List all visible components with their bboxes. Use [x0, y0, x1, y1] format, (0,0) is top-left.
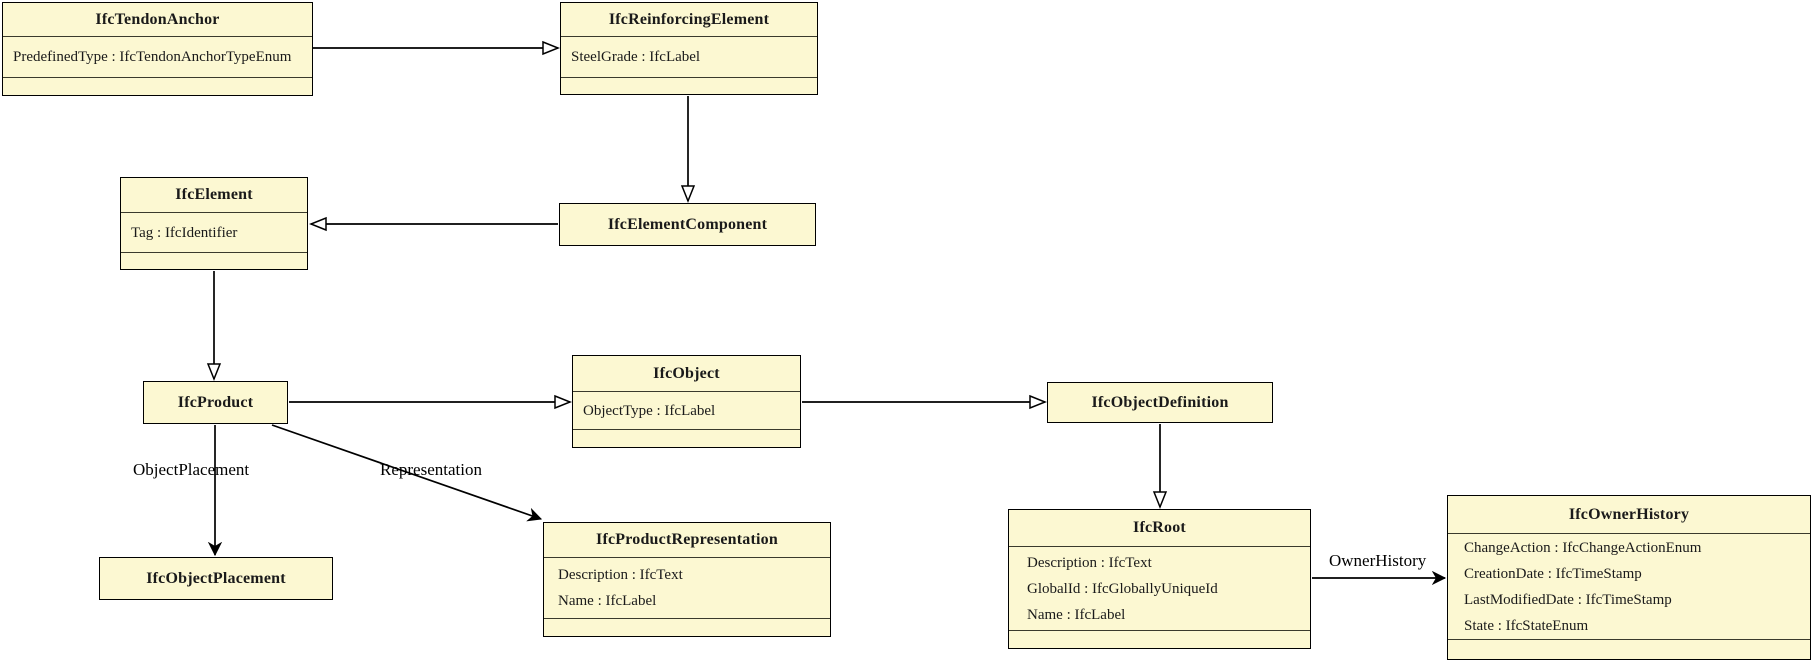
class-attribute: Description : IfcText: [558, 567, 683, 583]
class-box-ifc-object: IfcObject ObjectType : IfcLabel: [572, 355, 801, 448]
class-operations-compartment: [1448, 639, 1810, 659]
class-title: IfcTendonAnchor: [95, 10, 220, 28]
class-operations-compartment: [121, 252, 307, 269]
class-title: IfcElement: [175, 186, 253, 203]
class-attributes: ChangeAction : IfcChangeActionEnum Creat…: [1448, 533, 1810, 639]
class-attribute: Name : IfcLabel: [1027, 606, 1126, 623]
class-operations-compartment: [561, 77, 817, 94]
class-title: IfcObjectDefinition: [1091, 393, 1229, 411]
class-title: IfcElementComponent: [607, 215, 768, 233]
class-attribute: Tag : IfcIdentifier: [131, 224, 238, 241]
class-operations-compartment: [1009, 630, 1310, 648]
class-box-ifc-element: IfcElement Tag : IfcIdentifier: [120, 177, 308, 270]
edge-label-owner-history: OwnerHistory: [1329, 551, 1427, 570]
class-attribute: GlobalId : IfcGloballyUniqueId: [1027, 580, 1218, 597]
class-attribute: PredefinedType : IfcTendonAnchorTypeEnum: [13, 49, 292, 65]
class-attributes: PredefinedType : IfcTendonAnchorTypeEnum: [3, 36, 312, 77]
class-title: IfcRoot: [1133, 519, 1186, 536]
class-title: IfcProductRepresentation: [596, 531, 778, 548]
class-box-ifc-root: IfcRoot Description : IfcText GlobalId :…: [1008, 509, 1311, 649]
class-attribute: Description : IfcText: [1027, 554, 1152, 571]
class-title: IfcOwnerHistory: [1568, 505, 1690, 523]
class-title: IfcProduct: [177, 393, 254, 411]
class-box-ifc-object-definition: IfcObjectDefinition: [1047, 382, 1273, 423]
class-attributes: SteelGrade : IfcLabel: [561, 36, 817, 77]
class-box-ifc-owner-history: IfcOwnerHistory ChangeAction : IfcChange…: [1447, 495, 1811, 660]
class-operations-compartment: [544, 618, 830, 636]
class-attribute: ObjectType : IfcLabel: [583, 402, 716, 419]
class-operations-compartment: [3, 77, 312, 95]
class-operations-compartment: [573, 429, 800, 447]
class-attribute: SteelGrade : IfcLabel: [571, 49, 701, 65]
class-box-ifc-reinforcing-element: IfcReinforcingElement SteelGrade : IfcLa…: [560, 2, 818, 95]
class-box-ifc-object-placement: IfcObjectPlacement: [99, 557, 333, 600]
class-attribute: LastModifiedDate : IfcTimeStamp: [1464, 591, 1672, 608]
class-attributes: Description : IfcText GlobalId : IfcGlob…: [1009, 546, 1310, 630]
class-attributes: Tag : IfcIdentifier: [121, 212, 307, 252]
class-attribute: ChangeAction : IfcChangeActionEnum: [1464, 539, 1702, 556]
class-attributes: ObjectType : IfcLabel: [573, 391, 800, 429]
class-title: IfcObjectPlacement: [146, 569, 286, 587]
class-attribute: Name : IfcLabel: [558, 593, 657, 609]
edge-label-representation: Representation: [380, 460, 482, 479]
edge-label-object-placement: ObjectPlacement: [133, 460, 250, 479]
class-box-ifc-product-representation: IfcProductRepresentation Description : I…: [543, 522, 831, 637]
class-attribute: State : IfcStateEnum: [1464, 617, 1589, 634]
class-attribute: CreationDate : IfcTimeStamp: [1464, 565, 1642, 582]
class-box-ifc-tendon-anchor: IfcTendonAnchor PredefinedType : IfcTend…: [2, 2, 313, 96]
class-attributes: Description : IfcText Name : IfcLabel: [544, 557, 830, 618]
class-title: IfcReinforcingElement: [608, 10, 770, 28]
class-box-ifc-element-component: IfcElementComponent: [559, 203, 816, 246]
class-title: IfcObject: [653, 364, 720, 382]
class-box-ifc-product: IfcProduct: [143, 381, 288, 424]
